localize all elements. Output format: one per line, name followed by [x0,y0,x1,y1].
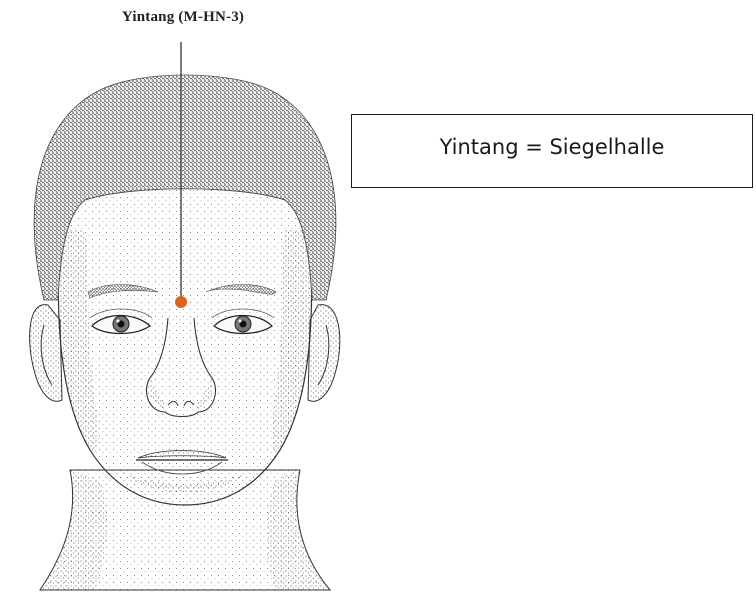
caption-text: Yintang = Siegelhalle [440,135,665,159]
yintang-point [175,296,187,308]
caption-box: Yintang = Siegelhalle [351,114,753,188]
left-ear [30,305,62,402]
right-ear [308,305,340,402]
face [58,180,311,505]
point-label: Yintang (M-HN-3) [88,9,278,26]
